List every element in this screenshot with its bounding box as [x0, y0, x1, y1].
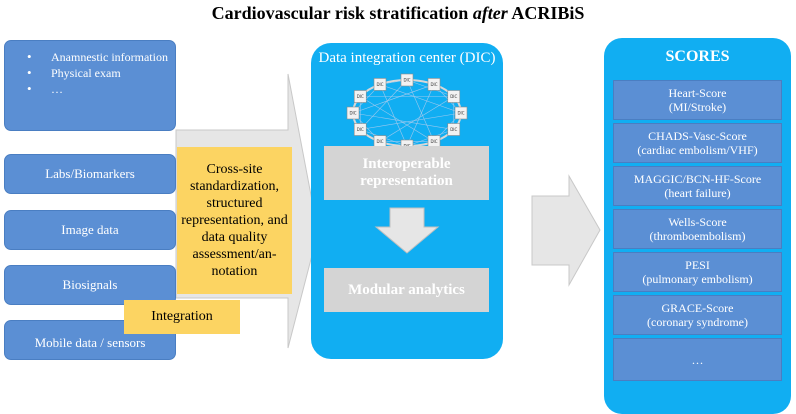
dic-node: DIC	[400, 73, 414, 87]
source-labs: Labs/Biomarkers	[4, 154, 176, 194]
interoperable-representation-box: Interoperable representation	[324, 146, 489, 200]
dic-node-label: DIC	[450, 94, 457, 99]
score-detail: (cardiac embolism/VHF)	[637, 143, 758, 157]
page-title: Cardiovascular risk stratification after…	[211, 3, 585, 23]
dic-node: DIC	[353, 123, 367, 136]
score-item: CHADS-Vasc-Score(cardiac embolism/VHF)	[613, 123, 782, 163]
score-name: CHADS-Vasc-Score	[648, 129, 747, 143]
network-link	[379, 84, 462, 114]
score-name: Heart-Score	[668, 86, 727, 100]
bullet-item: Anamnestic information	[27, 50, 172, 64]
score-detail: (thromboembolism)	[649, 229, 746, 243]
network-link	[360, 112, 462, 130]
network-link	[360, 79, 408, 130]
dic-node-label: DIC	[376, 139, 383, 144]
dic-node-label: DIC	[403, 78, 410, 83]
source-biosignals: Biosignals	[4, 265, 176, 305]
dic-node-label: DIC	[450, 127, 457, 132]
score-name: …	[691, 352, 704, 367]
output-arrow	[531, 174, 601, 287]
dic-node: DIC	[346, 106, 360, 120]
score-name: Wells-Score	[668, 215, 727, 229]
dic-node-label: DIC	[349, 111, 356, 116]
standardization-box: Cross-site standardization, structured r…	[177, 147, 292, 294]
score-item: MAGGIC/BCN-HF-Score(heart failure)	[613, 166, 782, 206]
dic-node-label: DIC	[357, 127, 364, 132]
scores-title: SCORES	[665, 48, 730, 65]
source-bullet-list: Anamnestic information Physical exam …	[27, 50, 172, 96]
bullet-item: …	[27, 82, 172, 96]
dic-node: DIC	[373, 135, 387, 148]
network-link	[406, 79, 435, 142]
dic-network-icon: DICDICDICDICDICDICDICDICDICDICDICDIC	[346, 73, 468, 153]
network-link	[379, 84, 408, 147]
dic-node-label: DIC	[376, 82, 383, 87]
network-link	[379, 96, 454, 142]
network-link	[352, 84, 435, 114]
score-item: GRACE-Score(coronary syndrome)	[613, 295, 782, 335]
dic-node: DIC	[454, 106, 468, 120]
network-link	[352, 112, 454, 130]
dic-node: DIC	[427, 78, 441, 91]
score-name: PESI	[685, 258, 710, 272]
score-item: PESI(pulmonary embolism)	[613, 252, 782, 292]
score-item: Heart-Score(MI/Stroke)	[613, 80, 782, 120]
dic-node: DIC	[447, 90, 461, 103]
score-item: Wells-Score(thromboembolism)	[613, 209, 782, 249]
score-detail: (MI/Stroke)	[668, 100, 727, 114]
source-image: Image data	[4, 210, 176, 250]
scores-panel: SCORES Heart-Score(MI/Stroke)CHADS-Vasc-…	[604, 38, 791, 414]
score-name: MAGGIC/BCN-HF-Score	[633, 172, 762, 186]
network-link	[406, 84, 435, 147]
score-item: …	[613, 338, 782, 381]
dic-node-label: DIC	[430, 139, 437, 144]
dic-node-label: DIC	[357, 94, 364, 99]
dic-node-label: DIC	[430, 82, 437, 87]
score-detail: (heart failure)	[664, 186, 731, 200]
data-integration-center: Data integration center (DIC) DIC DIC DIC D…	[311, 43, 503, 359]
dic-node: DIC	[447, 123, 461, 136]
score-detail: (pulmonary embolism)	[642, 272, 753, 286]
integration-box: Integration	[124, 300, 240, 334]
dic-title: Data integration center (DIC)	[318, 50, 496, 66]
network-link	[360, 96, 435, 142]
dic-node: DIC	[353, 90, 367, 103]
score-name: GRACE-Score	[661, 301, 734, 315]
dic-node: DIC	[373, 78, 387, 91]
anamnestic-box: Anamnestic information Physical exam …	[4, 40, 176, 131]
dic-node: DIC	[427, 135, 441, 148]
score-detail: (coronary syndrome)	[647, 315, 748, 329]
down-arrow-icon	[374, 207, 440, 254]
dic-node-label: DIC	[457, 111, 464, 116]
modular-analytics-box: Modular analytics	[324, 268, 489, 312]
bullet-item: Physical exam	[27, 66, 172, 80]
